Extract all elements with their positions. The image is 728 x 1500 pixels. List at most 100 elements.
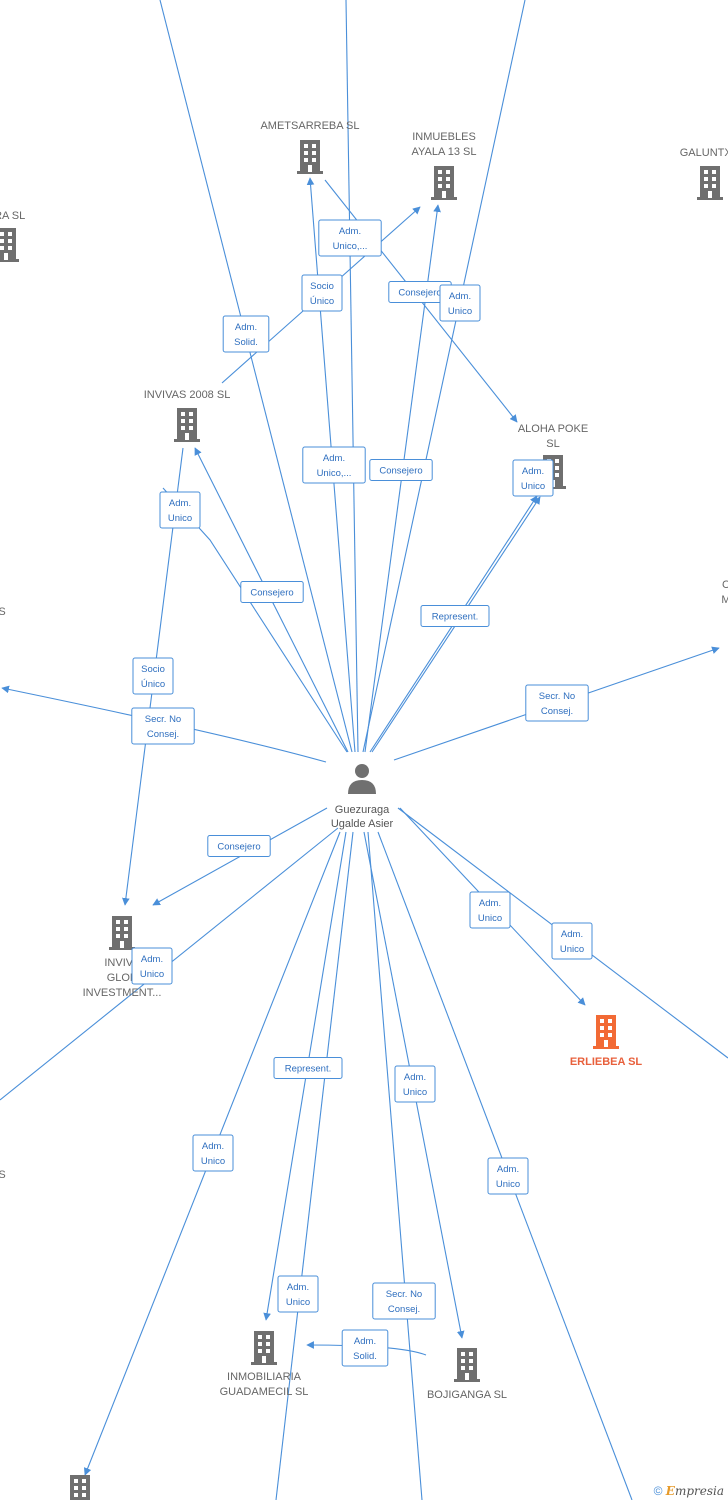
relation-label[interactable]: Represent.	[420, 605, 490, 627]
company-name: ERA SL	[0, 210, 25, 222]
company-node-inviva-global[interactable]: INVIVAGLOBINVESTMENT...	[83, 916, 162, 999]
company-name: GUADAMECIL SL	[220, 1386, 309, 1398]
company-node-galuntxo[interactable]: GALUNTXO	[680, 147, 728, 200]
relation-label[interactable]: Adm.Unico	[159, 491, 201, 529]
relation-label-box	[131, 707, 195, 745]
relation-label[interactable]: Adm.Unico	[394, 1065, 436, 1103]
company-name: ERLIEBEA SL	[570, 1056, 643, 1068]
relation-label-box	[301, 274, 343, 312]
relation-label[interactable]: Adm. Solid.	[341, 1329, 389, 1367]
relation-label-text: Adm.	[479, 898, 501, 909]
company-node-era[interactable]: ERA SL	[0, 210, 25, 262]
brand-logo-text: Empresia	[666, 1484, 724, 1498]
relation-label-box	[207, 835, 271, 857]
relation-label-text: Represent.	[432, 612, 478, 623]
company-name: INVIVAS 2008 SL	[144, 389, 231, 401]
relation-edge	[367, 831, 423, 1500]
relation-label-text: Adm.	[354, 1336, 376, 1347]
relation-label-text: Adm.	[141, 954, 163, 965]
company-name: INMOBILIARIA	[227, 1371, 302, 1383]
relation-label-text: Solid.	[234, 337, 258, 348]
building-icon	[297, 140, 323, 174]
relation-label-text: Solid.	[353, 1351, 377, 1362]
relation-label-text: Adm.	[235, 322, 257, 333]
relation-label[interactable]: Adm.Unico	[551, 922, 593, 960]
building-icon	[454, 1348, 480, 1382]
relation-label-box	[525, 684, 589, 722]
building-icon	[431, 166, 457, 200]
company-node-erliebea[interactable]: ERLIEBEA SL	[570, 1015, 643, 1068]
relation-label[interactable]: Consejero	[369, 459, 433, 481]
relation-label-text: Adm.	[561, 929, 583, 940]
person-icon	[348, 764, 376, 794]
relation-label-box	[487, 1157, 529, 1195]
company-node-left-partial-a[interactable]: S	[0, 606, 6, 618]
relation-label-text: Unico,...	[317, 468, 352, 479]
relation-label-text: Único	[141, 679, 165, 690]
relation-label-text: Unico	[286, 1297, 310, 1308]
relation-label[interactable]: Secr. No Consej.	[372, 1282, 436, 1320]
company-node-bojiganga[interactable]: BOJIGANGA SL	[427, 1348, 507, 1401]
company-name: S	[0, 606, 6, 618]
relation-label-text: Unico	[201, 1156, 225, 1167]
relation-label[interactable]: Consejero	[207, 835, 271, 857]
company-node-left-partial-b[interactable]: S	[0, 1169, 6, 1181]
building-icon	[109, 916, 135, 950]
brand-initial: E	[665, 1484, 675, 1498]
relation-label-text: Consej.	[388, 1304, 420, 1315]
company-node-inmobiliaria[interactable]: INMOBILIARIA GUADAMECIL SL	[220, 1331, 309, 1398]
relation-label-text: Socio	[310, 281, 334, 292]
building-icon	[174, 408, 200, 442]
relation-label-box	[341, 1329, 389, 1367]
company-name: INVIVA	[104, 957, 140, 969]
relation-label-text: Adm.	[169, 498, 191, 509]
relation-label-text: Socio	[141, 664, 165, 675]
relation-label[interactable]: Adm.Unico	[439, 284, 481, 322]
relation-label[interactable]: Adm.Unico,...	[302, 446, 366, 484]
company-node-bottom-left[interactable]	[67, 1475, 93, 1500]
relation-label[interactable]: Adm.Unico	[487, 1157, 529, 1195]
relation-label-text: Consejero	[398, 288, 441, 299]
relation-label[interactable]: Represent.	[273, 1057, 343, 1079]
relation-label[interactable]: Adm. Unico	[131, 947, 173, 985]
relation-label[interactable]: Adm.Unico	[192, 1134, 234, 1172]
person-name: Ugalde Asier	[331, 818, 394, 830]
company-name: M	[721, 594, 728, 606]
relation-label-text: Único	[310, 296, 334, 307]
relation-label-box	[273, 1057, 343, 1079]
relation-label-text: Unico	[478, 913, 502, 924]
relation-label-text: Secr. No	[386, 1289, 422, 1300]
relation-label-box	[469, 891, 511, 929]
company-node-right-partial[interactable]: CM	[721, 579, 728, 606]
relation-label-box	[159, 491, 201, 529]
company-name: INVESTMENT...	[83, 987, 162, 999]
relation-label[interactable]: Adm.Unico	[277, 1275, 319, 1313]
relation-label[interactable]: Adm.Unico,...	[318, 219, 382, 257]
relation-label[interactable]: Consejero	[388, 281, 452, 303]
relation-label-text: Unico	[140, 969, 164, 980]
relation-label-box	[240, 581, 304, 603]
company-name: S	[0, 1169, 6, 1181]
building-icon	[67, 1475, 93, 1500]
relation-label-text: Adm.	[497, 1164, 519, 1175]
relation-label[interactable]: Adm. Unico	[469, 891, 511, 929]
relation-label-text: Consejero	[250, 588, 293, 599]
relation-label-box	[394, 1065, 436, 1103]
company-node-invivas2008[interactable]: INVIVAS 2008 SL	[144, 389, 231, 442]
building-icon	[593, 1015, 619, 1049]
relation-label-box	[420, 605, 490, 627]
relation-label-text: Adm.	[339, 226, 361, 237]
relation-label[interactable]: Consejero	[240, 581, 304, 603]
relation-label[interactable]: Adm.Unico	[512, 459, 554, 497]
relation-label[interactable]: Adm. Solid.	[222, 315, 270, 353]
footer-brand[interactable]: © Empresia	[654, 1484, 724, 1498]
relation-label-text: Consej.	[147, 729, 179, 740]
company-node-ametsarreba[interactable]: AMETSARREBA SL	[260, 120, 360, 174]
